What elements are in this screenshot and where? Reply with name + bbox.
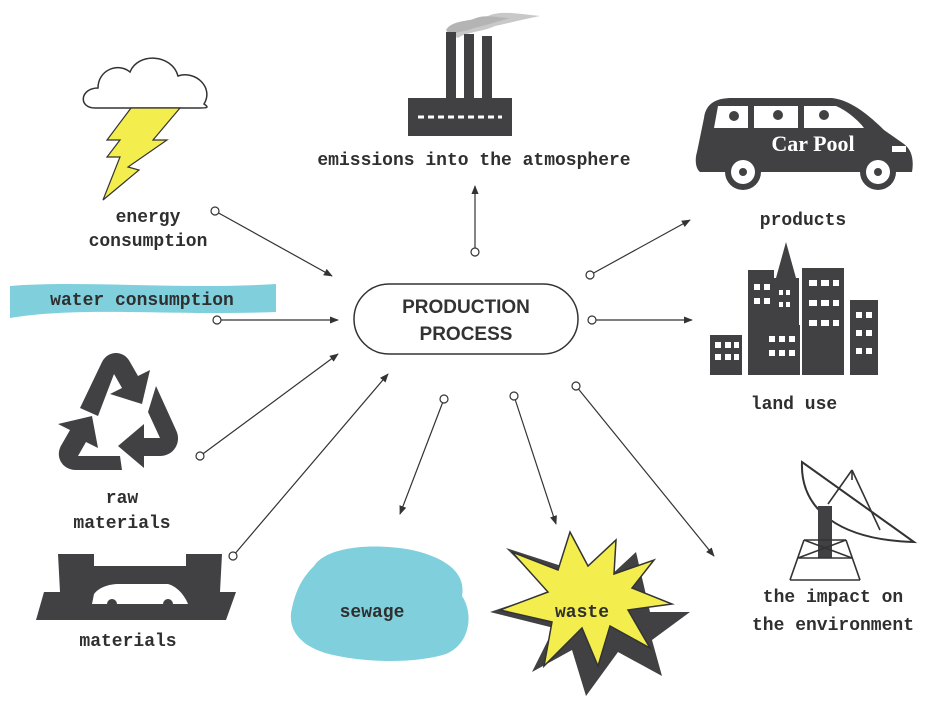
label-materials: materials [79,632,176,652]
label-impact-line1: the impact on [763,588,903,608]
label-products: products [760,211,846,231]
connector-sewage [399,394,449,515]
connector-raw-materials [195,353,339,461]
label-emissions: emissions into the atmosphere [317,151,630,171]
connector-materials [228,373,389,561]
label-land-use: land use [751,395,837,415]
label-raw-line2: materials [73,514,170,534]
connector-impact [571,381,715,557]
hub-title-line2: PROCESS [420,324,513,345]
connector-products [585,219,691,280]
label-sewage: sewage [340,603,405,623]
connector-waste [509,391,557,525]
label-waste: waste [555,603,609,623]
water-band [10,284,276,318]
vehicle-parts-icon [36,554,236,620]
factory-icon [408,12,540,136]
production-process-hub[interactable]: PRODUCTION PROCESS [353,283,579,355]
connector-emissions [470,185,480,257]
label-impact-line2: the environment [752,616,914,636]
recycle-icon [58,353,179,470]
connector-energy [210,206,333,277]
label-raw-line1: raw [106,489,139,509]
connector-water [212,315,339,325]
van-sign-text: Car Pool [771,131,854,156]
label-energy-line1: energy [116,208,181,228]
sewage-puddle-icon [290,546,469,661]
satellite-dish-icon [789,460,918,581]
city-buildings-icon [710,242,878,375]
cloud-lightning-icon [82,57,208,201]
hub-title-line1: PRODUCTION [402,297,530,318]
connector-land-use [587,315,693,325]
label-energy-line2: consumption [89,232,208,252]
van-icon: Car Pool [695,98,913,190]
explosion-icon [490,530,690,696]
label-water: water consumption [50,291,234,311]
